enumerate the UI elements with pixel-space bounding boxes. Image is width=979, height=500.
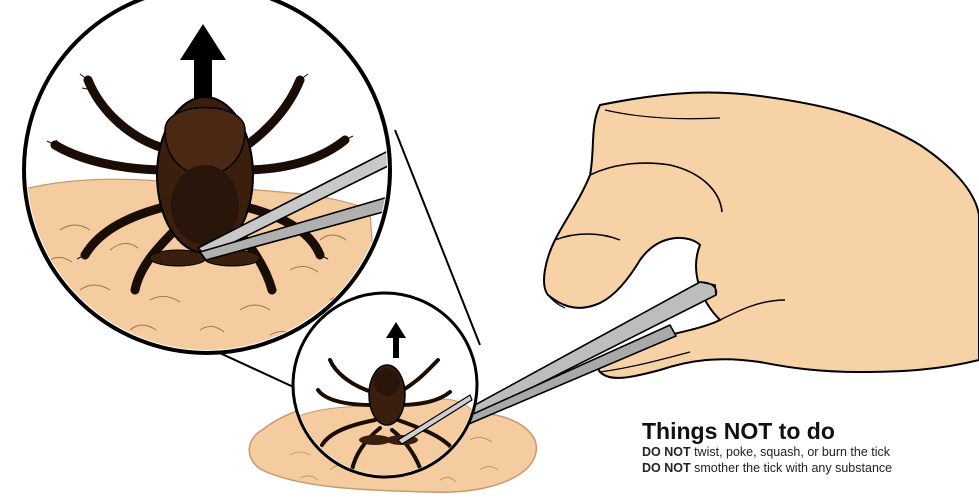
caption-item-emphasis: DO NOT (642, 445, 691, 459)
things-not-to-do-caption: Things NOT to do DO NOT twist, poke, squ… (642, 418, 979, 476)
caption-heading: Things NOT to do (642, 418, 979, 444)
caption-item-emphasis: DO NOT (642, 461, 691, 475)
caption-item: DO NOT smother the tick with any substan… (642, 460, 979, 476)
caption-item-text: twist, poke, squash, or burn the tick (691, 445, 890, 459)
caption-item-text: smother the tick with any substance (691, 461, 892, 475)
caption-item: DO NOT twist, poke, squash, or burn the … (642, 444, 979, 460)
